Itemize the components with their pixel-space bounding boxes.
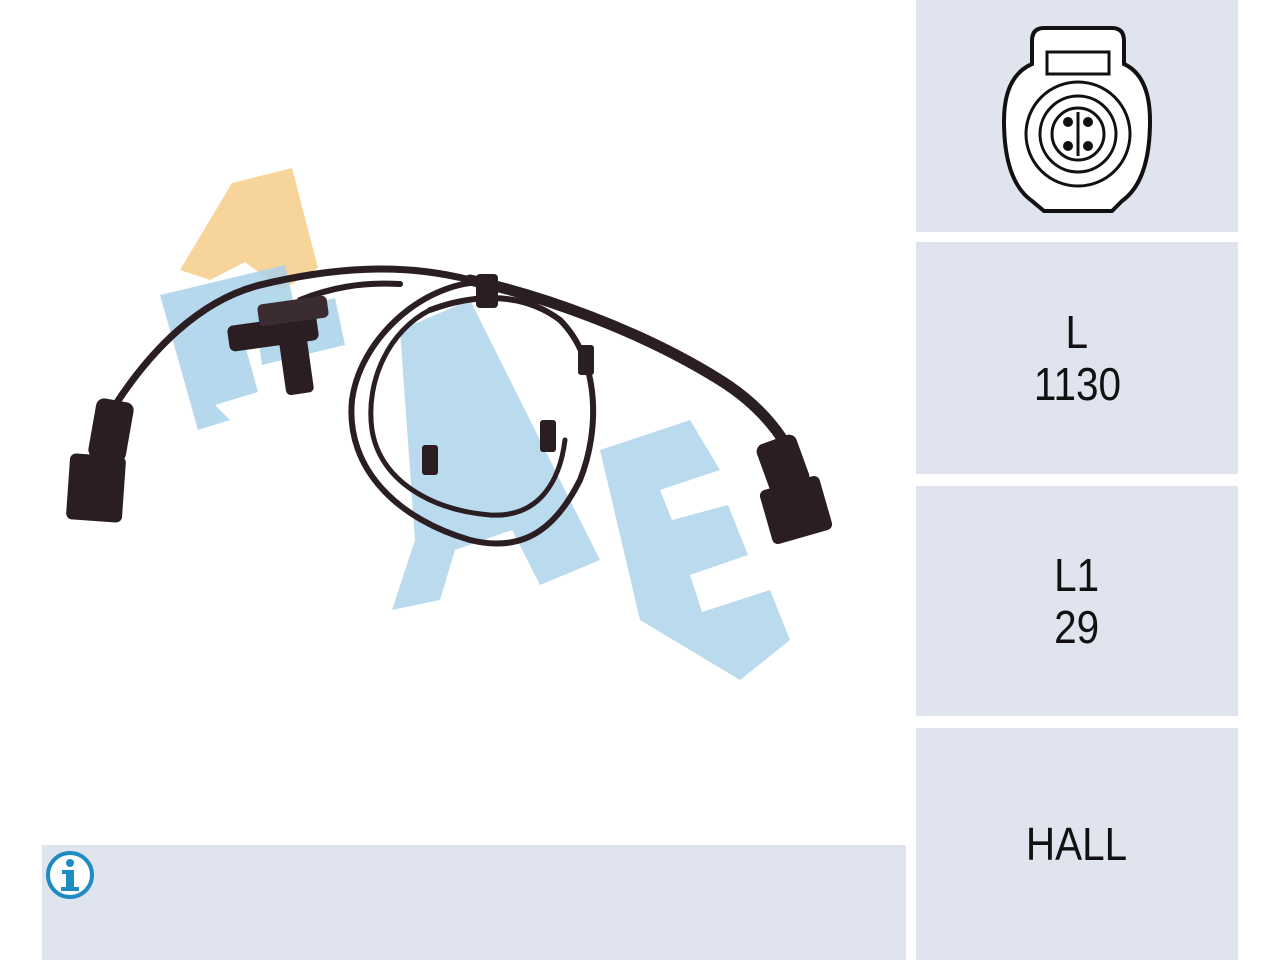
right-plug	[756, 434, 833, 545]
info-icon[interactable]	[44, 849, 96, 901]
left-plug	[66, 398, 134, 523]
logo-digit-one	[180, 168, 318, 290]
left-plug-sleeve	[88, 398, 134, 462]
connector-cell	[916, 0, 1238, 232]
brand-logo-watermark	[160, 168, 790, 680]
right-plug-sleeve	[756, 434, 810, 494]
length1-value: 29	[1054, 601, 1100, 653]
length-cell: L 1130	[916, 242, 1238, 474]
cable-clips	[422, 274, 594, 475]
cable-clip	[578, 345, 594, 375]
round-connector-4-pin-icon	[1001, 26, 1153, 213]
left-plug-housing	[66, 453, 126, 523]
sensor-mount	[257, 295, 329, 327]
length-label: L	[1065, 306, 1089, 358]
product-image-area	[66, 168, 833, 680]
spec-panel: L 1130 L1 29 HALL	[916, 0, 1238, 960]
sensor-tip	[278, 329, 314, 395]
sensor-head	[227, 295, 329, 395]
length1-cell: L1 29	[916, 486, 1238, 716]
logo-letter-e	[600, 420, 790, 680]
sensor-cable	[108, 265, 804, 547]
length1-label: L1	[1054, 549, 1100, 601]
sensor-type-cell: HALL	[916, 728, 1238, 960]
sensor-type-label: HALL	[1026, 818, 1128, 870]
cable-clip	[422, 445, 438, 475]
product-illustration	[66, 168, 833, 680]
length-value: 1130	[1033, 358, 1121, 410]
cable-clip	[540, 420, 556, 452]
cable-clip	[476, 274, 498, 308]
info-bar	[42, 845, 906, 960]
right-plug-housing	[759, 475, 833, 545]
